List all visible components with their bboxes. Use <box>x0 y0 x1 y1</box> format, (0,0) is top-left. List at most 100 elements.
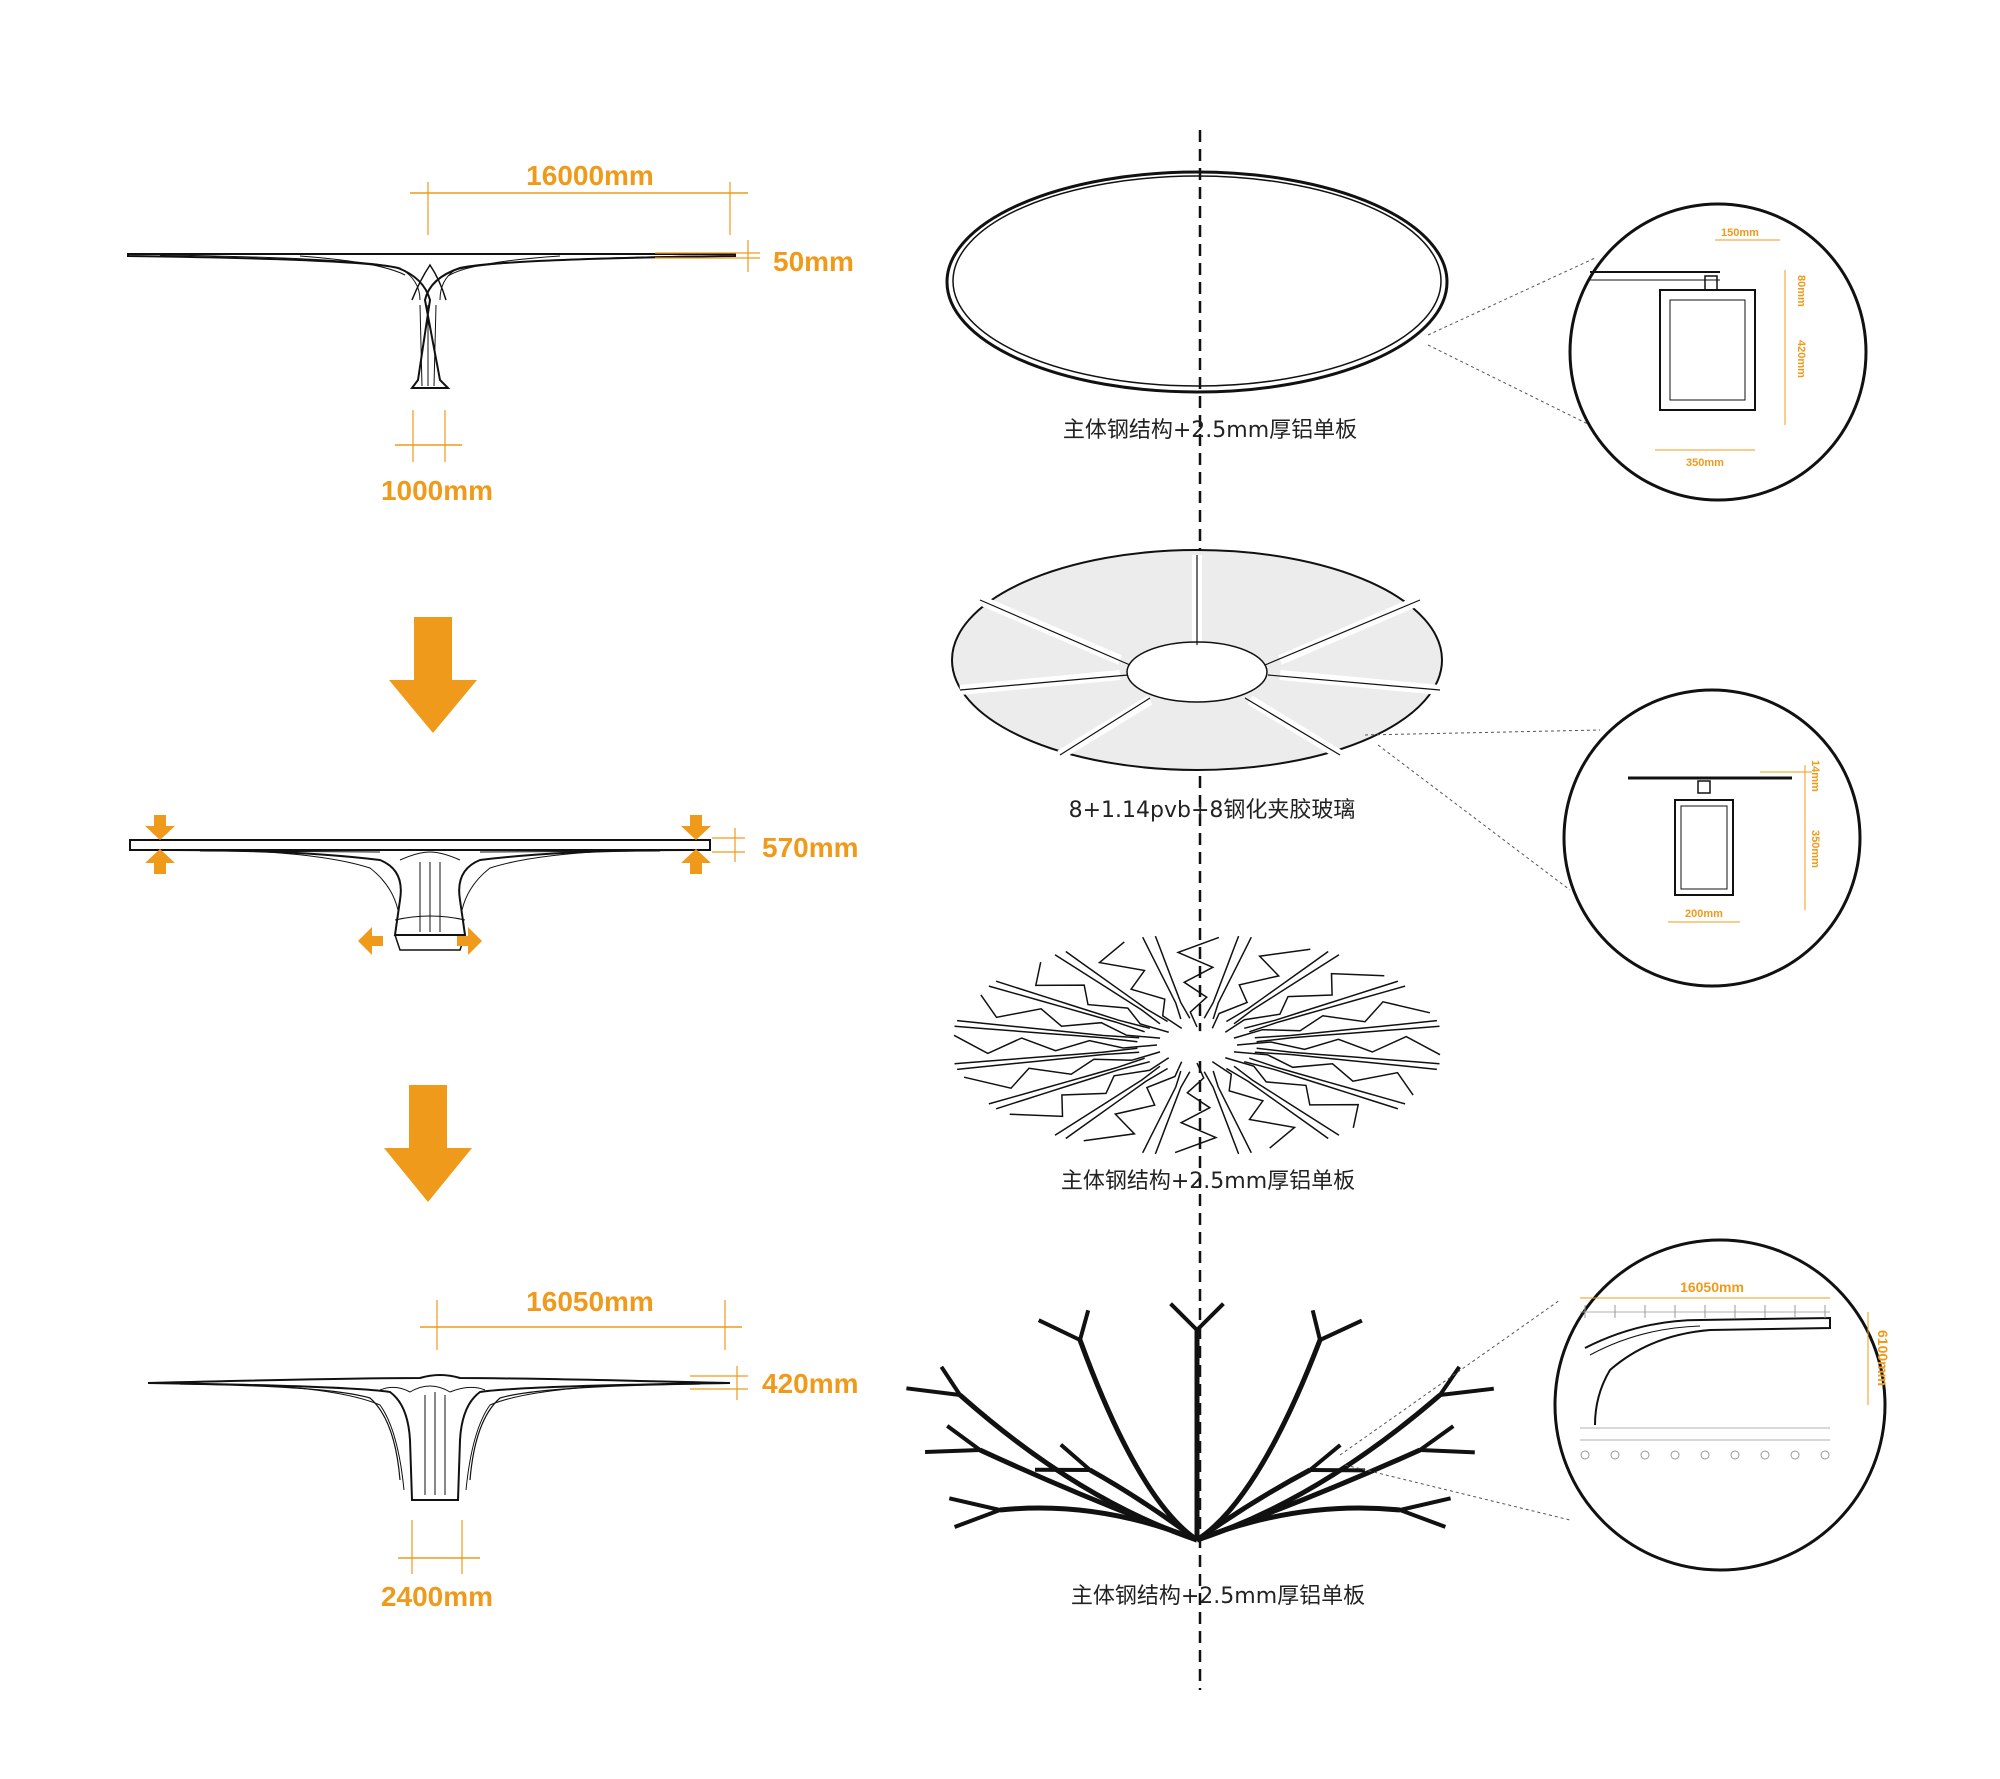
steel-rib <box>988 1057 1145 1105</box>
tree-twig <box>1195 1302 1225 1332</box>
thickness-label-50: 50mm <box>773 246 854 277</box>
down-arrow-icon <box>389 617 477 733</box>
steel-rib <box>988 985 1145 1033</box>
steel-rib <box>957 1051 1140 1071</box>
grid-axis-bubble <box>1760 1450 1770 1460</box>
down-arrow-icon <box>384 1085 472 1202</box>
steel-rib <box>1225 1057 1360 1129</box>
layer-4-caption: 主体钢结构+2.5mm厚铝单板 <box>1071 1584 1365 1609</box>
steel-rib <box>1236 1035 1441 1056</box>
width-label-16000: 16000mm <box>526 160 654 191</box>
tree-branch <box>958 1393 1198 1543</box>
detail-1-dim-150: 150mm <box>1721 227 1759 239</box>
grid-axis-bubble <box>1580 1450 1590 1460</box>
tree-twig <box>946 1424 982 1452</box>
steel-rib <box>1226 950 1329 1023</box>
steel-rib <box>1142 936 1182 1020</box>
tree-twig <box>953 1508 1001 1529</box>
steel-rib <box>1244 980 1399 1030</box>
steel-rib <box>1176 936 1220 1028</box>
layer-2-caption: 8+1.14pvb+8钢化夹胶玻璃 <box>1069 798 1356 823</box>
steel-rib <box>963 1051 1161 1090</box>
layer-laminated-glass: 8+1.14pvb+8钢化夹胶玻璃 <box>951 549 1443 823</box>
canopy-elevation-stage-1: 16000mm 50mm 1000mm <box>127 160 854 506</box>
tree-branch <box>1196 1505 1401 1543</box>
tree-twig <box>1319 1318 1363 1342</box>
tree-twig <box>1438 1365 1461 1397</box>
press-up-arrow-icon <box>681 849 711 874</box>
steel-rib <box>1034 961 1169 1033</box>
steel-rib <box>1065 950 1168 1023</box>
steel-rib <box>1174 1062 1218 1154</box>
steel-rib <box>1254 1019 1437 1039</box>
steel-rib <box>1097 941 1183 1029</box>
base-label-1000: 1000mm <box>381 475 493 506</box>
steel-rib <box>1054 1065 1161 1136</box>
steel-rib <box>1249 1057 1406 1105</box>
steel-rib <box>980 994 1161 1039</box>
steel-rib <box>1226 1067 1329 1140</box>
tree-twig <box>1037 1318 1081 1342</box>
grid-axis-bubble <box>1790 1450 1800 1460</box>
tree-twig <box>1419 1448 1475 1455</box>
steel-rib <box>953 1034 1158 1055</box>
tree-twig <box>1418 1424 1455 1452</box>
steel-rib <box>1203 1071 1240 1155</box>
tree-twig <box>925 1448 981 1454</box>
steel-rib <box>1211 1061 1297 1149</box>
grid-axis-bubble <box>1640 1450 1650 1460</box>
detail-2-dim-350: 350mm <box>1809 830 1821 868</box>
steel-rib <box>1244 1060 1399 1110</box>
detail-3-dim-16050: 16050mm <box>1680 1279 1744 1295</box>
steel-rib <box>1211 948 1311 1029</box>
base-label-2400: 2400mm <box>381 1581 493 1612</box>
detail-callout-elevation: 16050mm 6100mm <box>1339 1238 1891 1572</box>
layer-3-caption: 主体钢结构+2.5mm厚铝单板 <box>1061 1169 1355 1194</box>
steel-rib <box>995 980 1150 1030</box>
steel-rib <box>1009 1057 1170 1118</box>
steel-rib <box>1256 1047 1440 1065</box>
steel-rib <box>1233 1051 1414 1096</box>
tree-twig <box>1399 1496 1452 1512</box>
tree-twig <box>948 1496 1001 1512</box>
thickness-label-570: 570mm <box>762 832 859 863</box>
press-up-arrow-icon <box>145 849 175 874</box>
detail-3-dim-6100: 6100mm <box>1875 1330 1891 1386</box>
width-label-16050: 16050mm <box>526 1286 654 1317</box>
steel-rib <box>1233 1065 1340 1136</box>
expand-right-arrow-icon <box>457 927 482 955</box>
steel-rib <box>1256 1025 1440 1043</box>
expand-left-arrow-icon <box>358 927 383 955</box>
detail-callout-glass-support: 14mm 350mm 200mm <box>1364 688 1862 988</box>
tree-twig <box>1308 1443 1342 1472</box>
steel-rib <box>1083 1061 1183 1142</box>
layer-steel-grid: 主体钢结构+2.5mm厚铝单板 <box>953 935 1441 1194</box>
detail-2-dim-200: 200mm <box>1685 908 1723 920</box>
grid-axis-bubble <box>1610 1450 1620 1460</box>
tree-twig <box>939 1365 962 1397</box>
steel-rib <box>1249 985 1406 1033</box>
steel-rib <box>1142 1070 1182 1154</box>
layer-tree-structure: 主体钢结构+2.5mm厚铝单板 <box>906 1302 1495 1609</box>
tree-branch <box>1196 1393 1442 1543</box>
steel-rib <box>954 1025 1138 1043</box>
steel-rib <box>954 1047 1138 1065</box>
detail-1-dim-80: 80mm <box>1795 275 1807 307</box>
steel-rib <box>1233 954 1340 1025</box>
tree-twig <box>1078 1309 1091 1341</box>
steel-rib <box>995 1060 1150 1110</box>
steel-rib <box>1054 954 1161 1025</box>
press-down-arrow-icon <box>681 815 711 840</box>
tree-twig <box>1169 1302 1199 1332</box>
layer-1-caption: 主体钢结构+2.5mm厚铝单板 <box>1063 418 1357 443</box>
steel-rib <box>1154 935 1191 1019</box>
detail-2-dim-14: 14mm <box>1809 760 1821 792</box>
detail-1-dim-420: 420mm <box>1795 340 1807 378</box>
canopy-elevation-stage-3: 16050mm 420mm 2400mm <box>147 1286 859 1612</box>
steel-rib <box>1254 1051 1437 1071</box>
steel-rib <box>1233 1000 1431 1039</box>
grid-axis-bubble <box>1700 1450 1710 1460</box>
detail-1-dim-350: 350mm <box>1686 457 1724 469</box>
grid-axis-bubble <box>1820 1450 1830 1460</box>
